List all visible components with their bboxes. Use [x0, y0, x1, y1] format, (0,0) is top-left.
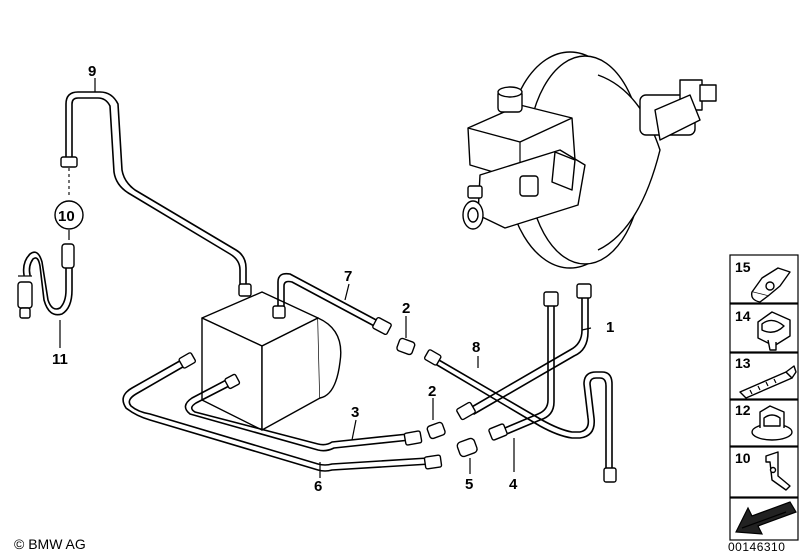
bracket-10-icon[interactable]	[765, 451, 791, 491]
panel-number-15: 15	[735, 259, 751, 275]
abs-hydraulic-unit[interactable]	[201, 291, 342, 431]
callout-10-circle	[54, 200, 84, 230]
callout-9: 9	[88, 63, 96, 80]
callout-2-lower: 2	[428, 383, 436, 400]
panel-box-12	[729, 399, 799, 447]
brake-pipe-9[interactable]	[60, 91, 252, 297]
callout-5: 5	[465, 476, 473, 493]
callout-10: 10	[58, 208, 75, 225]
pipe-holder-14-icon[interactable]	[757, 311, 791, 351]
callout-8: 8	[472, 339, 480, 356]
grommet-12-icon[interactable]	[751, 405, 793, 441]
panel-number-10: 10	[735, 450, 751, 466]
panel-box-10	[729, 446, 799, 498]
brake-hose-11[interactable]	[17, 243, 75, 319]
pipe-fitting-2-lower[interactable]	[426, 421, 446, 440]
callout-3: 3	[351, 404, 359, 421]
brake-pipe-3[interactable]	[184, 373, 423, 452]
panel-box-14	[729, 303, 799, 353]
pipe-fitting-2-upper[interactable]	[396, 337, 416, 356]
brake-booster-assembly[interactable]	[462, 51, 717, 269]
brake-pipe-8[interactable]	[423, 349, 617, 483]
callout-6: 6	[314, 478, 322, 495]
pipe-clip-15-icon[interactable]	[750, 267, 791, 303]
panel-box-15	[729, 254, 799, 304]
front-direction-arrow-icon	[735, 501, 797, 535]
panel-box-arrow	[729, 497, 799, 541]
panel-number-14: 14	[735, 308, 751, 324]
leader-lines	[59, 78, 592, 478]
small-parts-panel: 15 14 13 12 10	[729, 254, 799, 541]
brake-pipe-1[interactable]	[456, 283, 592, 421]
pipe-fitting-5[interactable]	[456, 437, 478, 458]
copyright-label: © BMW AG	[14, 536, 86, 552]
document-id: 00146310	[728, 540, 786, 554]
callout-7: 7	[344, 268, 352, 285]
callout-4: 4	[509, 476, 518, 493]
brake-pipe-7[interactable]	[272, 272, 392, 336]
callout-11: 11	[52, 351, 68, 368]
panel-box-13	[729, 352, 799, 400]
brake-pipe-6[interactable]	[122, 352, 443, 472]
brake-pipe-4[interactable]	[488, 291, 559, 441]
callout-2-upper: 2	[402, 300, 410, 317]
pipe-clip-strip-13-icon[interactable]	[739, 365, 797, 399]
panel-number-13: 13	[735, 355, 751, 371]
panel-number-12: 12	[735, 402, 751, 418]
callout-1: 1	[606, 319, 614, 336]
